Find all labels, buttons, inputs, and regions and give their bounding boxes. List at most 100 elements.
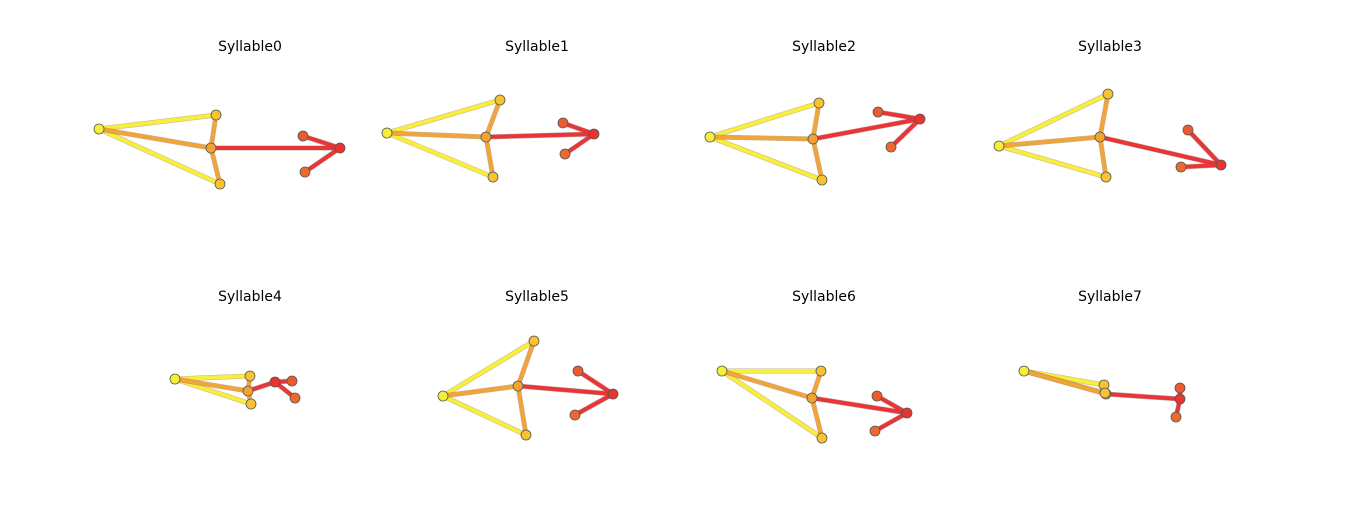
edge-c-e [1104, 392, 1182, 401]
edge-a-b [997, 92, 1110, 148]
edge-f-e [875, 394, 909, 415]
node-a [704, 131, 716, 143]
panel-syllable1: Syllable1 [381, 39, 600, 183]
node-f [871, 390, 883, 402]
edge-a-c [173, 377, 250, 393]
edge-g-e [1179, 163, 1223, 169]
node-g [1175, 161, 1187, 173]
panel-title: Syllable3 [1078, 39, 1142, 55]
edge-f-e [561, 121, 596, 136]
node-g [1170, 411, 1182, 423]
panel-title: Syllable5 [505, 289, 569, 305]
node-g [299, 166, 311, 178]
node-a [381, 127, 393, 139]
edge-b-c [811, 101, 821, 141]
edge-b-c [1098, 92, 1110, 139]
panel-syllable6: Syllable6 [716, 289, 913, 444]
node-c [512, 380, 524, 392]
edge-a-c [1022, 369, 1108, 396]
panel-syllable7: Syllable7 [1018, 289, 1186, 423]
node-f [286, 375, 298, 387]
edge-a-b [97, 113, 218, 131]
edge-a-c [97, 127, 213, 150]
edge-c-d [484, 135, 495, 179]
edge-a-d [385, 131, 495, 179]
panel-syllable0: Syllable0 [93, 39, 346, 190]
edge-g-e [303, 146, 342, 174]
node-g [869, 425, 881, 437]
node-c [480, 131, 492, 143]
node-f [297, 130, 309, 142]
edge-f-e [876, 110, 922, 121]
node-d [816, 174, 828, 186]
edge-g-e [873, 411, 909, 433]
panel-title: Syllable7 [1078, 289, 1142, 305]
node-e [607, 388, 619, 400]
node-a [437, 390, 449, 402]
node-b [210, 109, 222, 121]
node-c [205, 142, 217, 154]
node-e [269, 376, 281, 388]
edge-c-e [516, 384, 615, 396]
node-d [520, 429, 532, 441]
edge-f-e [576, 369, 615, 396]
node-g [885, 141, 897, 153]
node-a [993, 140, 1005, 152]
node-c [806, 392, 818, 404]
edge-g-e [889, 117, 922, 149]
edge-c-d [209, 146, 222, 186]
panel-syllable5: Syllable5 [437, 289, 619, 441]
node-d [1099, 387, 1111, 399]
node-f [1174, 382, 1186, 394]
edge-g-e [563, 132, 596, 156]
node-a [716, 365, 728, 377]
edge-a-d [173, 377, 253, 406]
node-g [289, 392, 301, 404]
node-d [816, 432, 828, 444]
edge-b-c [484, 98, 502, 139]
edge-g-e [573, 392, 615, 417]
edge-b-c [516, 339, 536, 388]
panel-title: Syllable4 [218, 289, 282, 305]
edge-f-e [301, 134, 342, 150]
edge-c-e [811, 117, 922, 141]
panel-title: Syllable6 [792, 289, 856, 305]
edge-a-c [708, 135, 815, 141]
edge-a-d [708, 135, 824, 182]
edge-a-c [385, 131, 488, 139]
edge-c-e [484, 132, 596, 139]
edge-a-d [997, 144, 1108, 179]
panel-syllable2: Syllable2 [704, 39, 926, 186]
edge-c-e [810, 396, 909, 415]
edge-a-d [441, 394, 528, 437]
node-c [242, 385, 254, 397]
node-d [214, 178, 226, 190]
node-d [1100, 171, 1112, 183]
edge-a-b [385, 98, 502, 135]
node-g [569, 409, 581, 421]
panel-title: Syllable0 [218, 39, 282, 55]
node-e [914, 113, 926, 125]
node-b [1102, 88, 1114, 100]
node-e [334, 142, 346, 154]
node-f [572, 365, 584, 377]
edge-c-d [810, 396, 824, 440]
edge-b-c [209, 113, 218, 150]
node-c [807, 133, 819, 145]
node-a [169, 373, 181, 385]
node-b [494, 94, 506, 106]
node-b [244, 370, 256, 382]
panel-syllable4: Syllable4 [169, 289, 301, 410]
edge-c-d [1098, 135, 1108, 179]
node-a [1018, 365, 1030, 377]
edge-c-d [811, 137, 824, 182]
edge-c-d [516, 384, 528, 437]
node-e [588, 128, 600, 140]
panel-title: Syllable1 [505, 39, 569, 55]
edge-a-b [441, 339, 536, 398]
node-e [1174, 393, 1186, 405]
edge-a-b [173, 374, 252, 381]
node-f [557, 117, 569, 129]
node-c [1094, 131, 1106, 143]
edge-c-e [1098, 135, 1223, 167]
